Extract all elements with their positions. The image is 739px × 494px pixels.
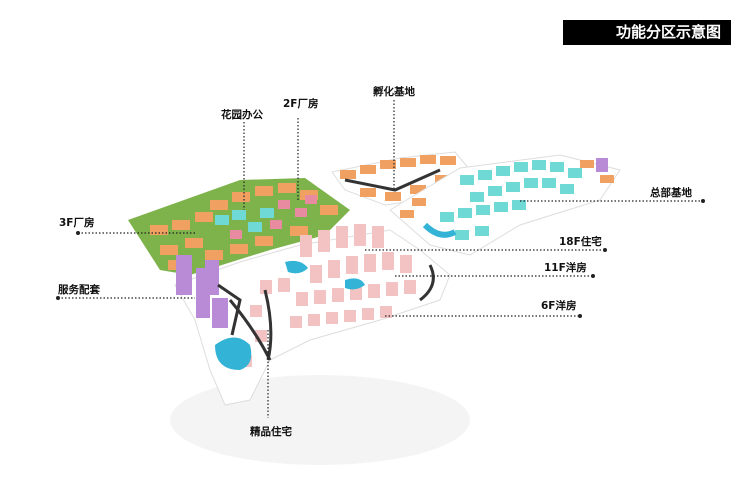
label-factory-3f: 3F厂房	[59, 217, 95, 229]
hq-tower	[596, 158, 608, 172]
label-villa-11f: 11F洋房	[544, 262, 587, 274]
hq-water	[422, 222, 457, 238]
page-title: 功能分区示意图	[563, 20, 731, 45]
label-factory-2f: 2F厂房	[283, 98, 319, 110]
label-garden-office: 花园办公	[221, 109, 263, 121]
label-incubator: 孵化基地	[373, 86, 415, 98]
green-block-west	[128, 178, 350, 275]
label-service: 服务配套	[58, 284, 100, 296]
pink-buildings-west	[230, 195, 317, 239]
service-buildings	[176, 255, 228, 328]
leader-end-dots	[56, 199, 705, 318]
hq-factory-buildings	[400, 160, 614, 218]
hq-office-buildings	[440, 160, 582, 240]
office-buildings-west	[215, 208, 274, 232]
residential-water	[215, 260, 365, 370]
incubator-road	[344, 168, 441, 192]
service-road	[217, 283, 242, 336]
label-residence-18f: 18F住宅	[559, 236, 602, 248]
label-hq-base: 总部基地	[650, 187, 692, 199]
label-premium-residence: 精品住宅	[250, 426, 292, 438]
ground-shadow	[170, 375, 470, 465]
factory-buildings-west	[150, 183, 338, 270]
residential-buildings	[240, 224, 416, 367]
leader-lines	[58, 100, 703, 418]
residential-roads	[228, 264, 435, 361]
label-villa-6f: 6F洋房	[541, 300, 577, 312]
